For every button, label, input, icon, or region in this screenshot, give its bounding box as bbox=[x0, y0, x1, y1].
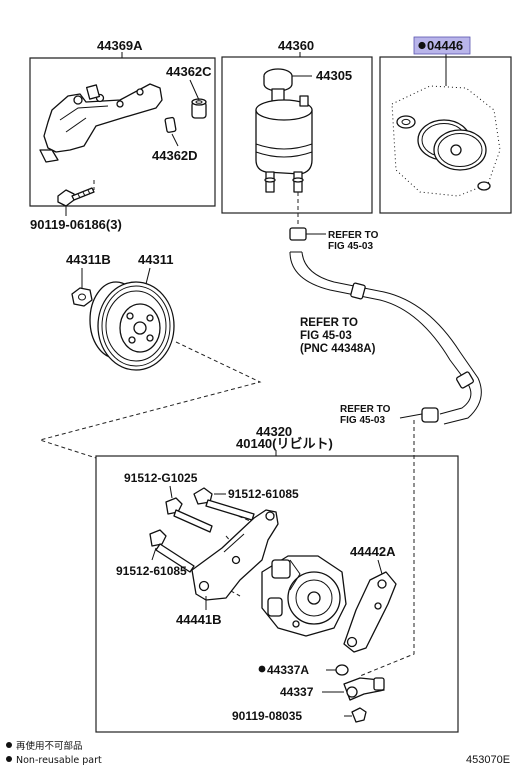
bracket-drawing bbox=[39, 83, 163, 163]
ref-mid-line3: (PNC 44348A) bbox=[300, 343, 376, 355]
label-reservoir-cap: 44305 bbox=[316, 68, 352, 83]
bolt-c-drawing bbox=[149, 529, 195, 573]
ref-low-line2: FIG 45-03 bbox=[340, 415, 385, 426]
ref-top-line1: REFER TO bbox=[328, 230, 379, 241]
bracket-bolt-drawing bbox=[57, 187, 95, 207]
legend-en: Non-reusable part bbox=[16, 755, 102, 766]
reservoir-drawing bbox=[255, 68, 313, 193]
label-pump-group: 44320 bbox=[256, 424, 292, 439]
label-bolt-a: 91512-G1025 bbox=[124, 471, 198, 485]
bracket-group-box bbox=[29, 57, 216, 207]
legend-dot-jp bbox=[6, 742, 12, 748]
stay-drawing bbox=[343, 571, 397, 653]
label-union: 44337 bbox=[280, 685, 314, 699]
pump-group-box bbox=[95, 455, 459, 733]
ref-low-line1: REFER TO bbox=[340, 404, 391, 415]
label-pump-bracket: 44441B bbox=[176, 612, 222, 627]
label-pulley: 44311 bbox=[138, 252, 173, 267]
ref-mid-line2: FIG 45-03 bbox=[300, 330, 352, 342]
non-reusable-dot-gasket bbox=[418, 41, 426, 50]
reservoir-group-box bbox=[221, 56, 373, 214]
legend-dot-en bbox=[6, 756, 12, 762]
hose-drawing bbox=[289, 227, 482, 425]
label-bolt-b: 91512-61085 bbox=[228, 487, 299, 501]
label-pump-rebuilt: 40140(リビルト) bbox=[236, 436, 333, 451]
ref-mid-line1: REFER TO bbox=[300, 317, 358, 329]
collar-drawing bbox=[191, 98, 207, 119]
label-bracket-bolt: 90119-06186(3) bbox=[30, 217, 122, 232]
pulley-drawing bbox=[89, 281, 175, 371]
union-bolt-drawing bbox=[351, 707, 367, 723]
bolt-a-drawing bbox=[165, 497, 213, 533]
pump-body-drawing bbox=[261, 555, 347, 637]
figure-code: 453070E bbox=[466, 754, 510, 766]
label-reservoir-group: 44360 bbox=[278, 38, 314, 53]
label-collar: 44362C bbox=[166, 64, 212, 79]
label-small-bolt: 44362D bbox=[152, 148, 198, 163]
label-pulley-nut: 44311B bbox=[66, 252, 111, 267]
label-bolt-c: 91512-61085 bbox=[116, 564, 187, 578]
legend-jp: 再使用不可部品 bbox=[16, 740, 83, 752]
pulley-nut-drawing bbox=[71, 287, 93, 307]
label-stay: 44442A bbox=[350, 544, 396, 559]
oring-drawing bbox=[335, 664, 349, 676]
highlight-box bbox=[413, 36, 471, 55]
label-gasket-kit: 04446 bbox=[427, 38, 463, 53]
bolt-b-drawing bbox=[193, 487, 255, 521]
small-bolt-drawing bbox=[164, 116, 177, 133]
non-reusable-dot-oring bbox=[258, 665, 266, 673]
gasket-kit-drawing bbox=[391, 85, 501, 197]
label-bracket-group: 44369A bbox=[97, 38, 143, 53]
label-union-bolt: 90119-08035 bbox=[232, 709, 302, 723]
union-drawing bbox=[343, 677, 385, 701]
label-oring: 44337A bbox=[267, 663, 309, 677]
ref-top-line2: FIG 45-03 bbox=[328, 241, 373, 252]
